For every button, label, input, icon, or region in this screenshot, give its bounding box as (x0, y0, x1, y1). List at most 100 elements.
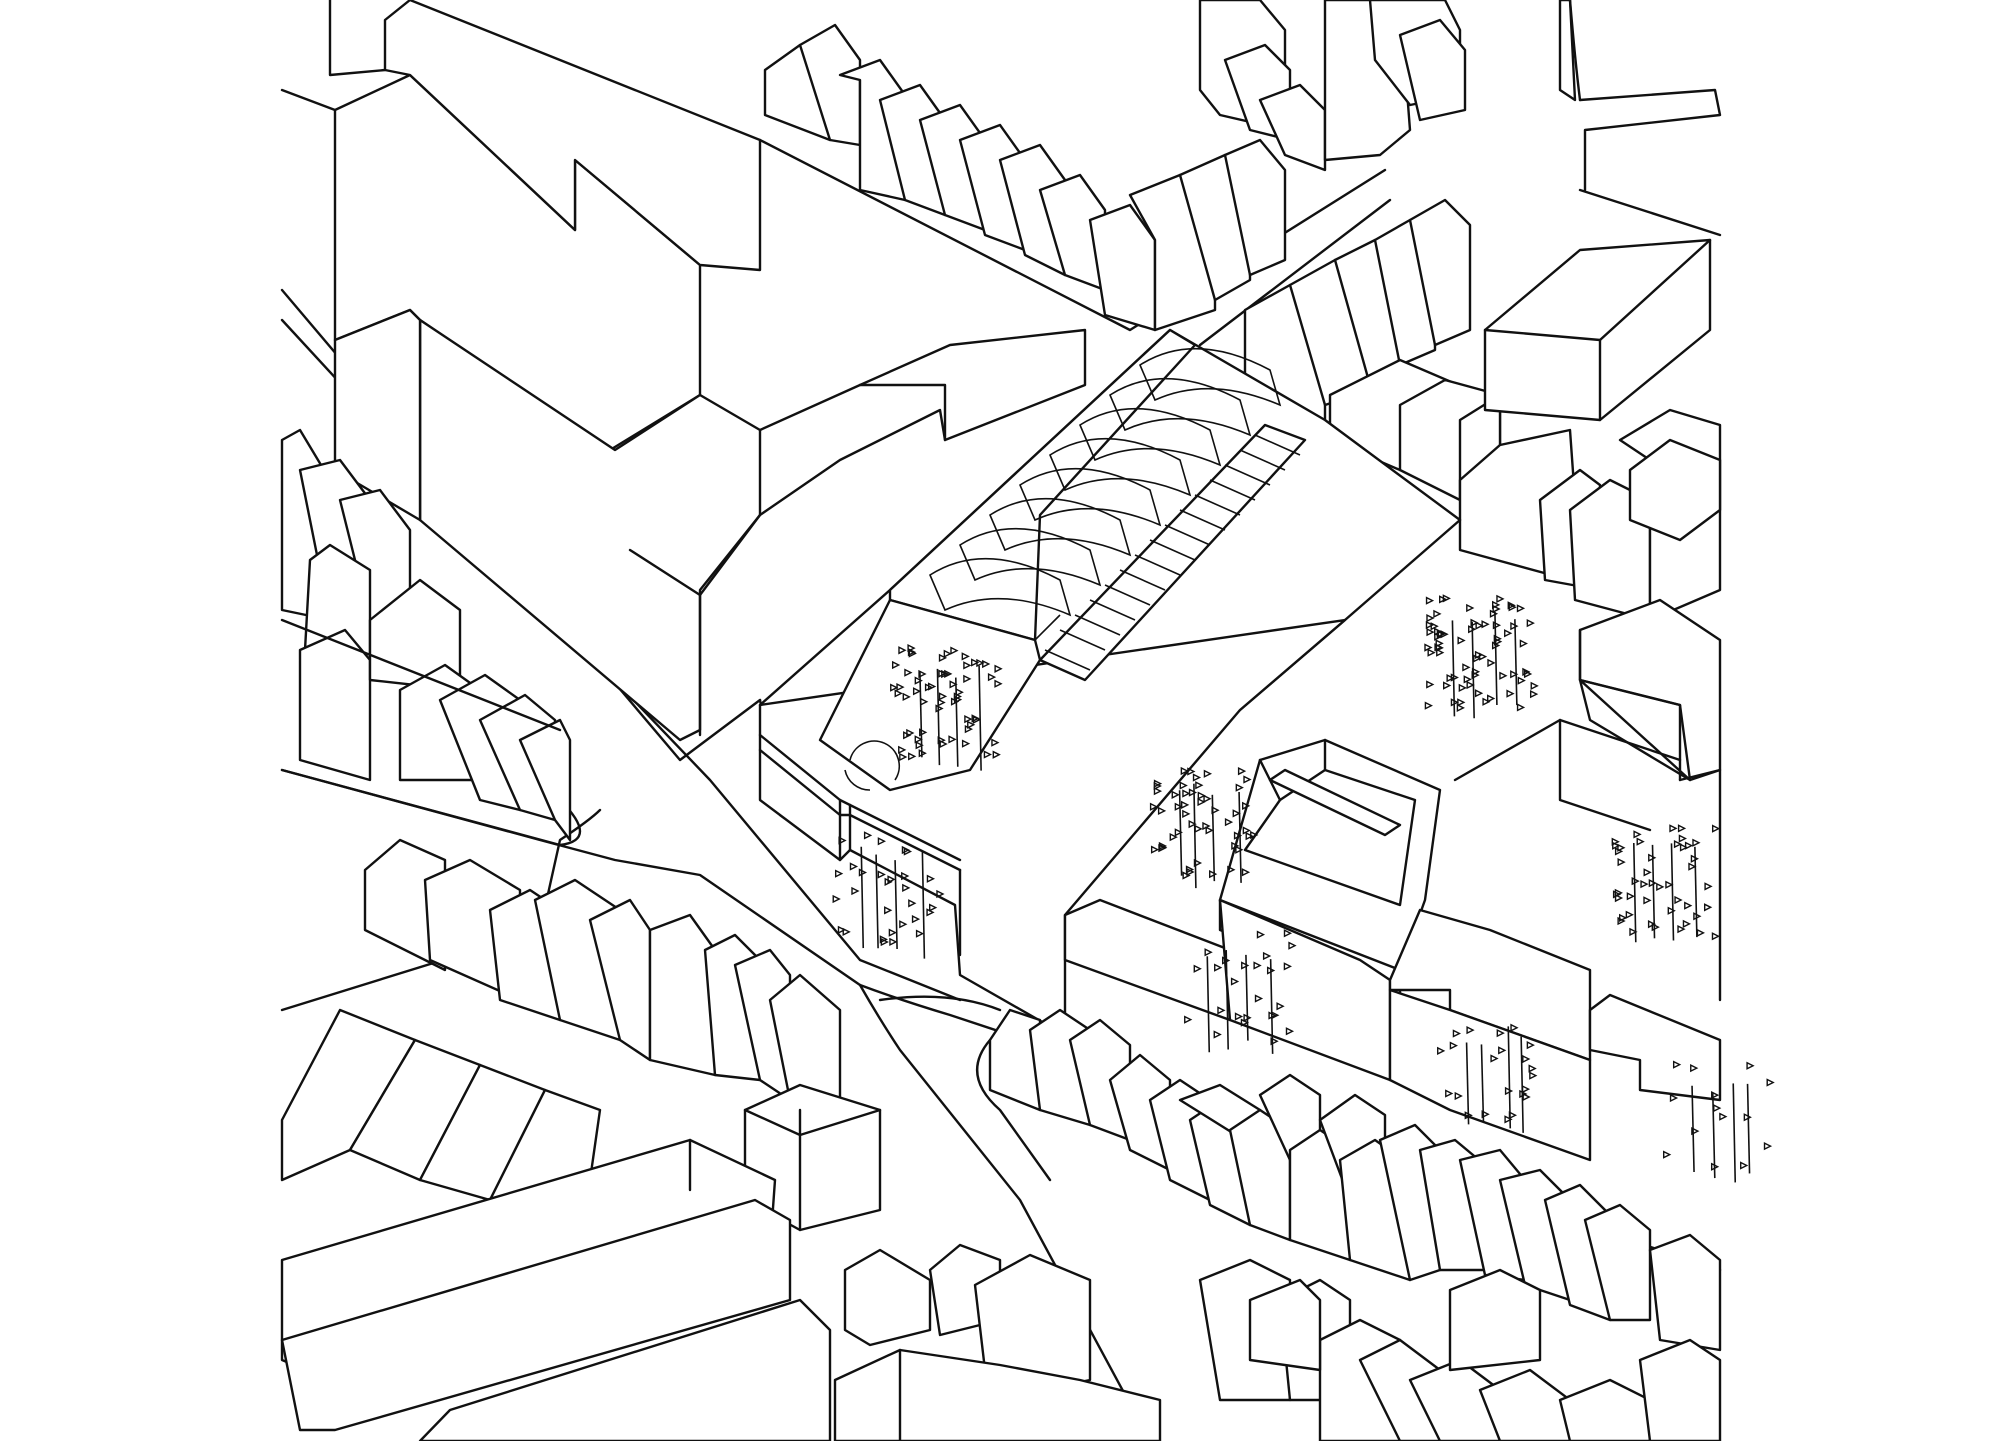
leaf-mark (838, 836, 847, 845)
leaf-mark (908, 752, 917, 761)
leaf-mark (1157, 806, 1167, 816)
north-tall-blocks (1198, 0, 1722, 192)
yard-trees (1184, 929, 1297, 1054)
leaf-mark (963, 674, 972, 684)
market-hall (758, 328, 1462, 1037)
south-street-edge (280, 768, 1722, 1272)
leaf-mark (1456, 703, 1465, 712)
leaf-mark (894, 689, 903, 698)
leaf-mark (971, 714, 980, 723)
leaf-mark (902, 692, 911, 701)
leaf-mark (834, 869, 844, 878)
leaf-mark (987, 672, 997, 682)
leaf-mark (914, 735, 923, 744)
leaf-mark (832, 894, 841, 904)
leaf-mark (1158, 841, 1168, 851)
leaf-mark (1197, 791, 1206, 800)
leaf-mark (1492, 600, 1501, 610)
leaf-mark (1473, 654, 1482, 663)
leaf-mark (1437, 1046, 1446, 1055)
southwest-row-houses (363, 838, 882, 1232)
leaf-mark (1471, 670, 1480, 680)
leaf-mark (842, 927, 851, 937)
leaf-mark (1425, 620, 1435, 630)
leaf-mark (1221, 956, 1231, 965)
leaf-mark (1648, 853, 1657, 862)
leaf-mark (938, 653, 948, 663)
leaf-mark (1182, 871, 1191, 880)
leaf-mark (1184, 1015, 1193, 1024)
leaf-mark (911, 914, 921, 924)
leaf-mark (1510, 621, 1519, 631)
leaf-mark (1427, 648, 1436, 657)
leaf-mark (1703, 903, 1713, 912)
leaf-mark (976, 658, 985, 668)
leaf-mark (1241, 868, 1251, 877)
leaf-mark (1710, 1162, 1720, 1171)
tree-trunk (1480, 1044, 1485, 1122)
south-row-houses (988, 1008, 1722, 1441)
leaf-mark (1463, 675, 1472, 684)
leaf-mark (1242, 826, 1251, 835)
leaf-mark (1174, 802, 1183, 811)
leaf-mark (1651, 923, 1660, 932)
leaf-mark (908, 899, 917, 908)
tree-trunk (1451, 620, 1456, 717)
leaf-mark (1523, 669, 1533, 679)
leaf-mark (915, 741, 924, 750)
leaf-mark (929, 903, 938, 912)
leaf-mark (849, 862, 859, 871)
leaf-mark (1510, 1023, 1519, 1032)
leaf-mark (1204, 948, 1213, 957)
leaf-mark (877, 870, 886, 879)
leaf-mark (1612, 841, 1621, 850)
leaf-mark (899, 752, 908, 762)
curved-pavement (976, 1038, 1052, 1182)
leaf-mark (1237, 767, 1247, 776)
leaf-mark (1506, 689, 1515, 698)
leaf-mark (1643, 868, 1652, 877)
northeast-row-houses (1243, 188, 1722, 502)
leaf-mark (1235, 783, 1244, 792)
leaf-mark (1203, 794, 1212, 803)
leaf-mark (1665, 880, 1674, 889)
leaf-mark (851, 886, 860, 896)
leaf-mark (1234, 1012, 1244, 1021)
tree-trunk (1520, 1036, 1524, 1133)
leaf-mark (1457, 636, 1466, 645)
leaf-mark (1182, 809, 1191, 819)
leaf-mark (884, 906, 893, 915)
leaf-mark (1446, 673, 1455, 683)
leaf-mark (898, 646, 907, 655)
leaf-mark (1530, 681, 1539, 690)
tree-trunk (1238, 791, 1242, 883)
leaf-mark (1504, 629, 1513, 638)
leaf-mark (1617, 858, 1626, 867)
leaf-mark (901, 871, 910, 881)
leaf-mark (1746, 1061, 1755, 1070)
leaf-mark (1283, 929, 1293, 938)
leaf-mark (964, 715, 973, 724)
leaf-mark (1529, 690, 1539, 699)
leaf-mark (1462, 663, 1471, 672)
leaf-mark (971, 658, 980, 667)
leaf-mark (1254, 994, 1264, 1003)
leaf-mark (1243, 1013, 1252, 1022)
northern-row-houses (763, 23, 1287, 332)
leaf-mark (1493, 637, 1503, 646)
corner-trees (1663, 1060, 1775, 1183)
leaf-mark (1169, 832, 1178, 842)
leaf-mark (1674, 895, 1683, 905)
leaf-mark (1510, 670, 1519, 679)
leaf-mark (1202, 821, 1211, 831)
leaf-mark (950, 646, 959, 655)
leaf-mark (1507, 601, 1516, 610)
leaf-mark (1618, 913, 1628, 922)
leaf-mark (936, 889, 945, 899)
tree-trunk (1651, 844, 1656, 939)
leaf-mark (1424, 701, 1433, 710)
leaf-mark (1233, 831, 1243, 840)
leaf-mark (953, 695, 963, 704)
leaf-mark (1519, 1089, 1528, 1099)
leaf-mark (914, 676, 923, 685)
